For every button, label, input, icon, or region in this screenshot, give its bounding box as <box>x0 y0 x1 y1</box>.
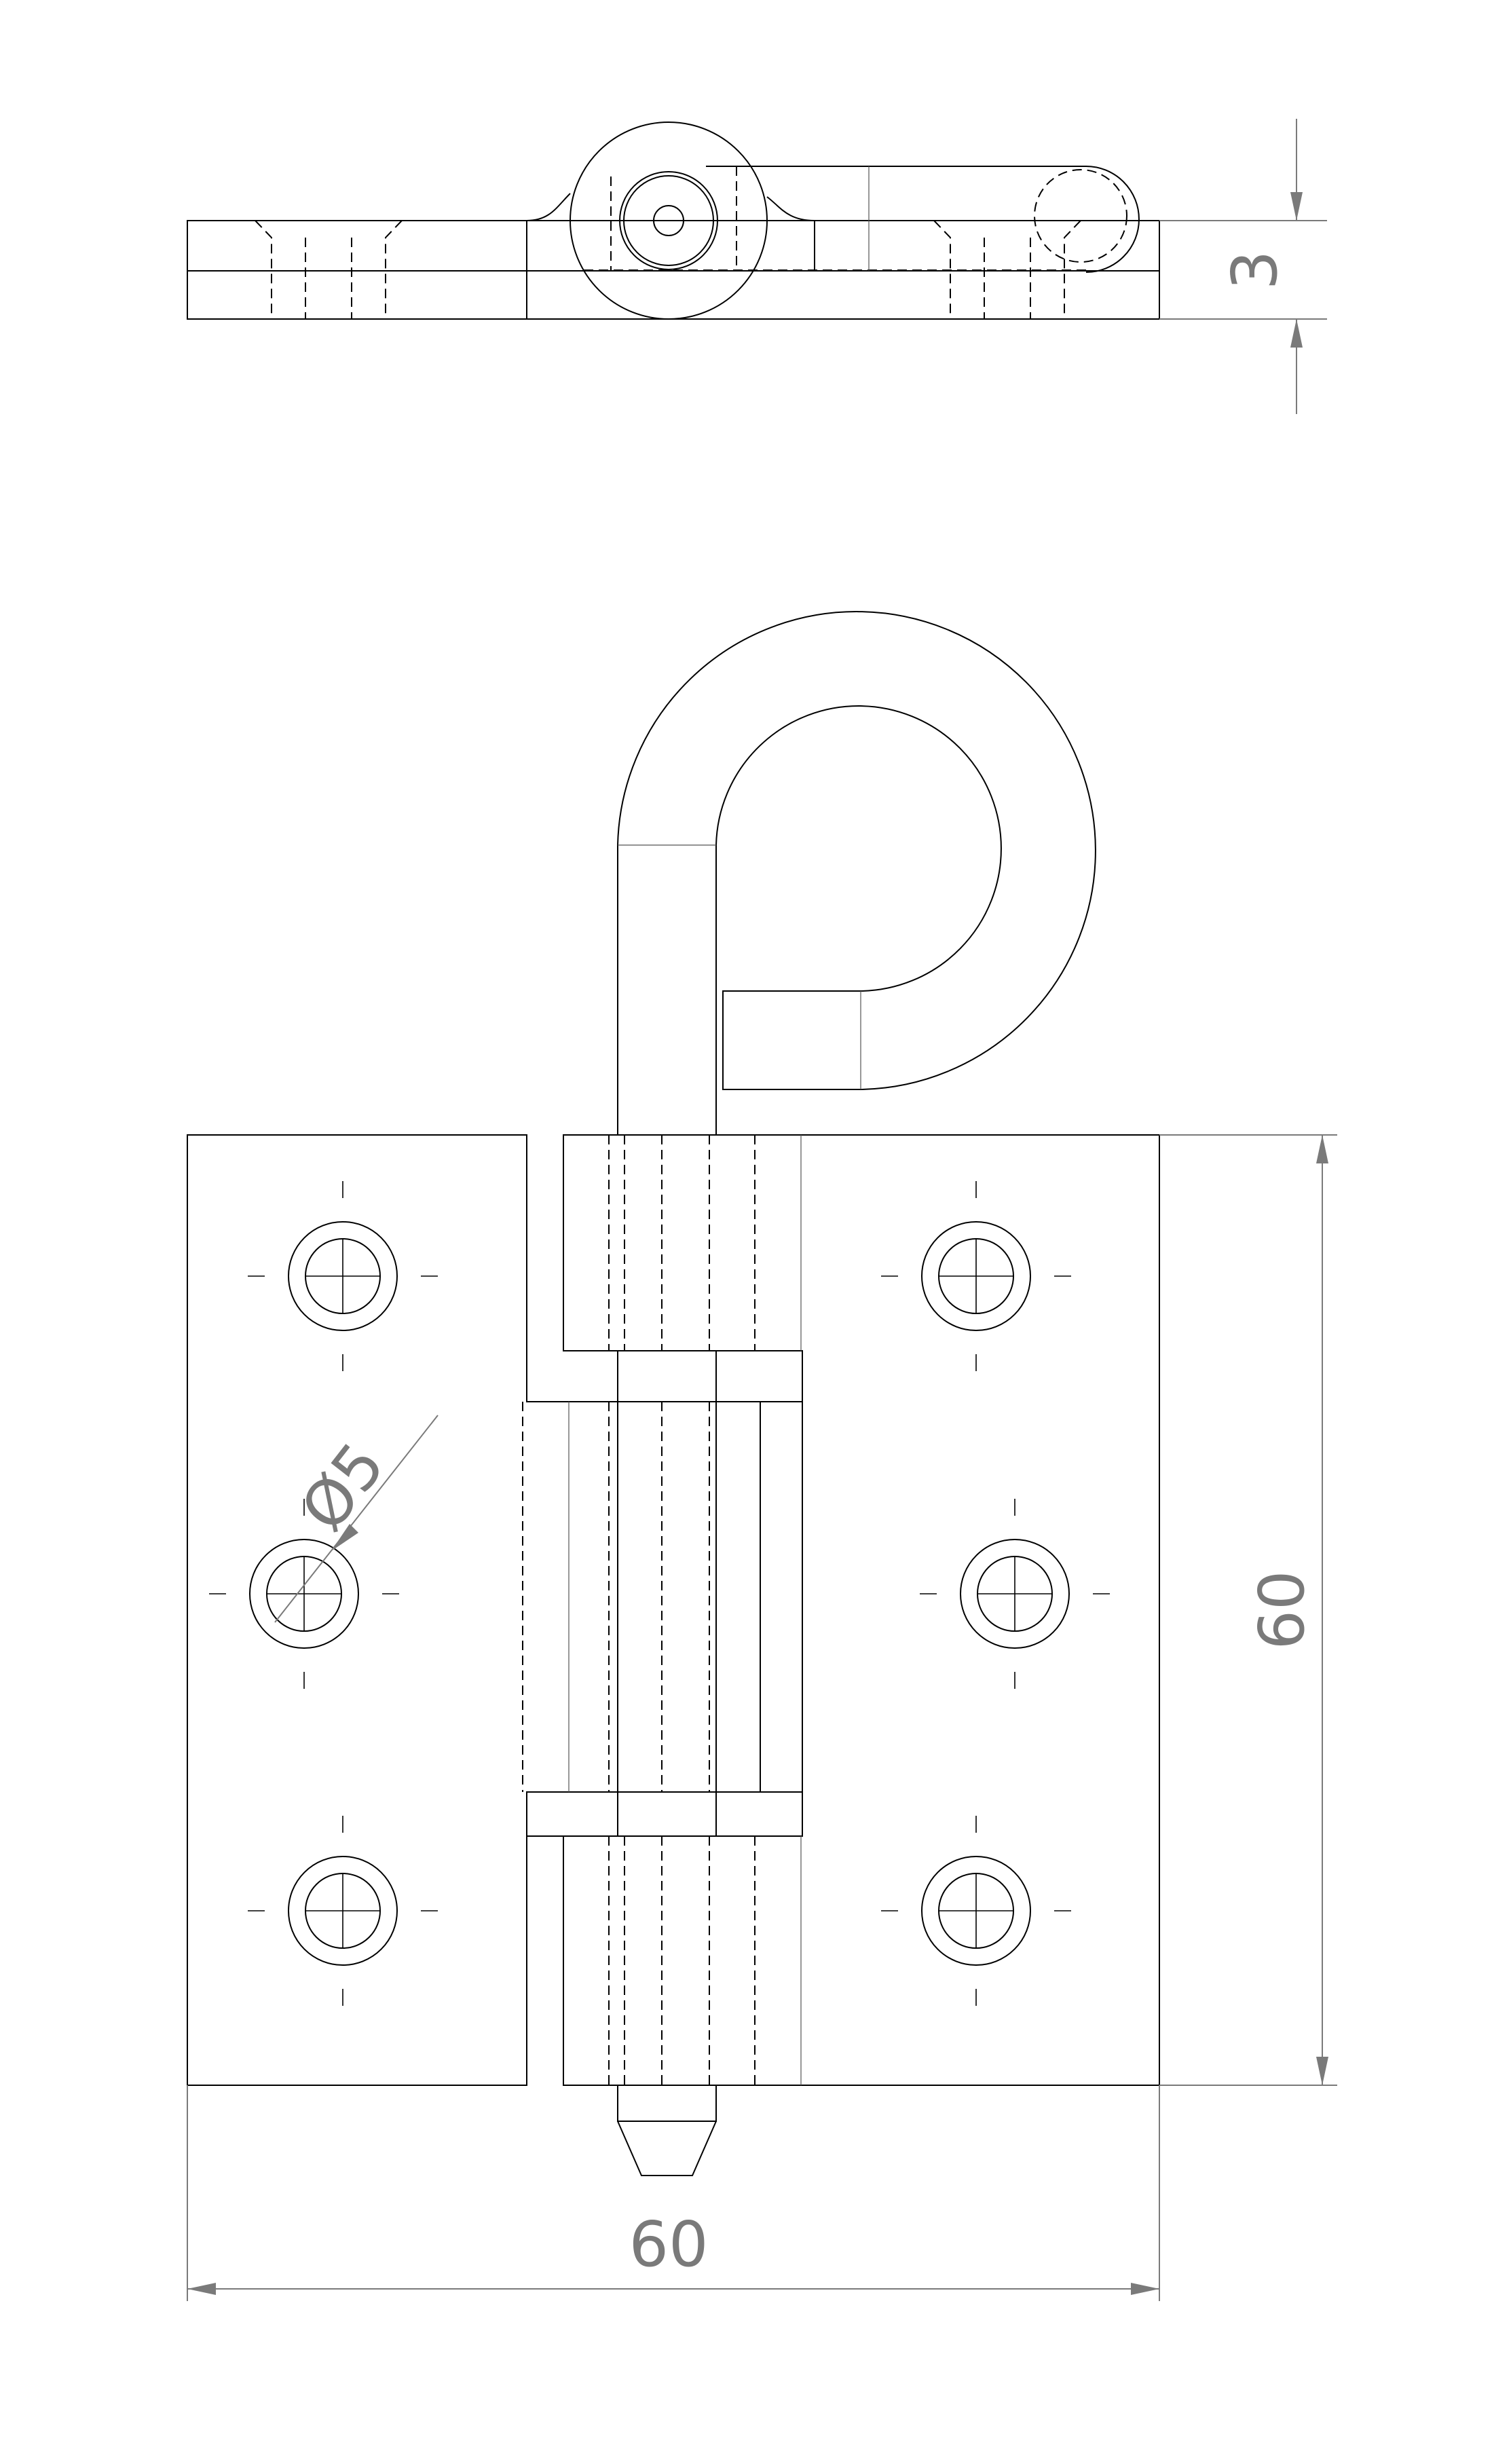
top-view-knuckle-fillet-left <box>526 193 571 221</box>
screw-hole-right-bottom <box>881 1816 1071 2006</box>
width-arrow-right <box>1131 2283 1159 2295</box>
top-view-countersink-left-a <box>255 220 403 319</box>
screw-hole-left-middle <box>209 1499 399 1689</box>
height-arrow-bottom <box>1316 2057 1328 2085</box>
top-view-hook-hidden-circle <box>1034 169 1127 263</box>
top-view-knuckle-fillet-right <box>766 196 815 221</box>
pin-tip <box>617 2085 717 2176</box>
top-view-knuckle-circle <box>570 122 768 320</box>
screw-hole-left-top <box>248 1181 438 1371</box>
front-view <box>187 611 1160 2176</box>
diameter-arrow <box>331 1524 358 1551</box>
screw-hole-right-top <box>881 1181 1071 1371</box>
top-view-countersink-right-a <box>933 220 1081 319</box>
thickness-arrow-top <box>1290 192 1303 221</box>
top-view <box>187 122 1160 320</box>
top-view-pin-circle-inner <box>623 175 714 266</box>
height-arrow-top <box>1316 1135 1328 1163</box>
diameter-leader-line <box>274 1415 439 1623</box>
height-label: 60 <box>1246 1570 1318 1649</box>
thickness-label: 3 <box>1218 250 1291 291</box>
screw-hole-right-middle <box>920 1499 1110 1689</box>
width-label: 60 <box>629 2208 708 2281</box>
width-arrow-left <box>187 2283 216 2295</box>
top-view-pin-circle-outer <box>619 171 718 270</box>
thickness-arrow-bottom <box>1290 319 1303 348</box>
thickness-dimension: 3 <box>1159 119 1327 414</box>
hook-outline <box>617 611 1096 1135</box>
screw-hole-left-bottom <box>248 1816 438 2006</box>
height-dimension: 60 <box>1159 1134 1337 2086</box>
top-view-hook-end-arc <box>1085 166 1140 273</box>
top-view-pin-hole <box>653 205 684 236</box>
width-dimension: 60 <box>187 2085 1160 2301</box>
